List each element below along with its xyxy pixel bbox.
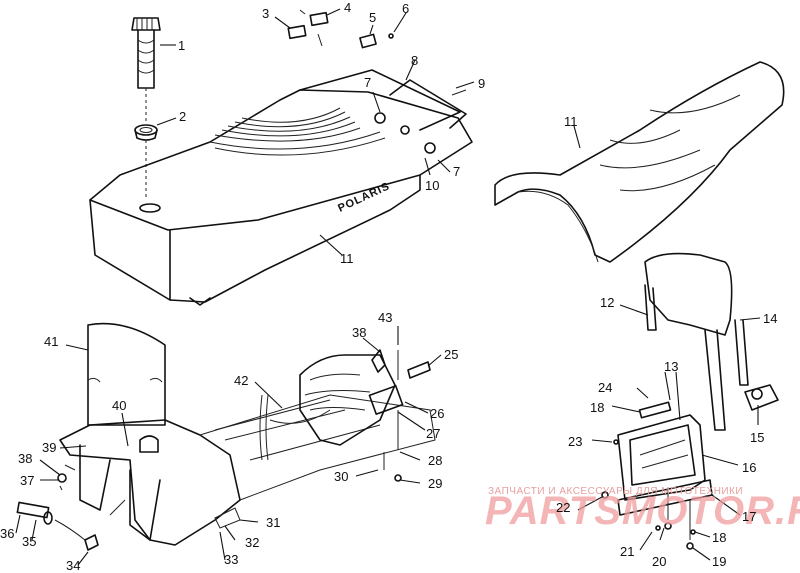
callout-label: 42 bbox=[234, 373, 248, 388]
callout-label: 23 bbox=[568, 434, 582, 449]
callout-label: 13 bbox=[664, 359, 678, 374]
watermark-tagline: ЗАПЧАСТИ И АКСЕССУАРЫ ДЛЯ МОТОТЕХНИКИ bbox=[488, 486, 743, 497]
callout-label: 43 bbox=[378, 310, 392, 325]
callout-label: 39 bbox=[42, 440, 56, 455]
callout-label: 31 bbox=[266, 515, 280, 530]
fuel-cap bbox=[131, 17, 161, 89]
callout-label: 18 bbox=[712, 530, 726, 545]
callout-label: 17 bbox=[742, 509, 756, 524]
callout-label: 14 bbox=[763, 311, 777, 326]
callout-label: 10 bbox=[425, 178, 439, 193]
callout-label: 32 bbox=[245, 535, 259, 550]
callout-label: 24 bbox=[598, 380, 612, 395]
callout-label: 26 bbox=[430, 406, 444, 421]
clip-parts bbox=[287, 9, 394, 49]
callout-label: 6 bbox=[402, 1, 409, 16]
callout-label: 30 bbox=[334, 469, 348, 484]
callout-label: 9 bbox=[478, 76, 485, 91]
callout-label: 20 bbox=[652, 554, 666, 569]
seat-body bbox=[89, 69, 473, 306]
brand-logo-text: POLARIS bbox=[336, 180, 392, 215]
callout-label: 22 bbox=[556, 500, 570, 515]
callout-label: 11 bbox=[564, 114, 578, 129]
callout-label: 41 bbox=[44, 334, 58, 349]
watermark-logo: PARTSMOTOR.RU bbox=[485, 489, 800, 533]
seat-cover bbox=[494, 61, 785, 263]
callout-label: 18 bbox=[590, 400, 604, 415]
callout-label: 8 bbox=[411, 53, 418, 68]
callout-label: 37 bbox=[20, 473, 34, 488]
callout-label: 11 bbox=[340, 251, 354, 266]
callout-label: 29 bbox=[428, 476, 442, 491]
callout-label: 1 bbox=[178, 38, 185, 53]
leader-lines bbox=[15, 8, 761, 566]
callout-label: 38 bbox=[352, 325, 366, 340]
callout-label: 34 bbox=[66, 558, 80, 573]
callout-label: 2 bbox=[179, 109, 186, 124]
callout-label: 7 bbox=[453, 164, 460, 179]
callout-label: 12 bbox=[600, 295, 614, 310]
callout-label: 15 bbox=[750, 430, 764, 445]
callout-label: 7 bbox=[364, 75, 371, 90]
callout-label: 27 bbox=[426, 426, 440, 441]
fuel-grommet bbox=[134, 124, 158, 141]
callout-label: 16 bbox=[742, 460, 756, 475]
callout-label: 28 bbox=[428, 453, 442, 468]
callout-label: 38 bbox=[18, 451, 32, 466]
callout-label: 4 bbox=[344, 0, 351, 15]
callout-label: 19 bbox=[712, 554, 726, 569]
callout-label: 33 bbox=[224, 552, 238, 567]
callout-label: 35 bbox=[22, 534, 36, 549]
callout-label: 25 bbox=[444, 347, 458, 362]
callout-label: 21 bbox=[620, 544, 634, 559]
callout-label: 40 bbox=[112, 398, 126, 413]
callout-numbers: 1 2 3 4 5 6 7 7 8 9 10 11 11 12 13 14 15… bbox=[0, 0, 777, 573]
callout-label: 5 bbox=[369, 10, 376, 25]
callout-label: 3 bbox=[262, 6, 269, 21]
callout-label: 36 bbox=[0, 526, 14, 541]
fuel-tank bbox=[16, 322, 436, 551]
